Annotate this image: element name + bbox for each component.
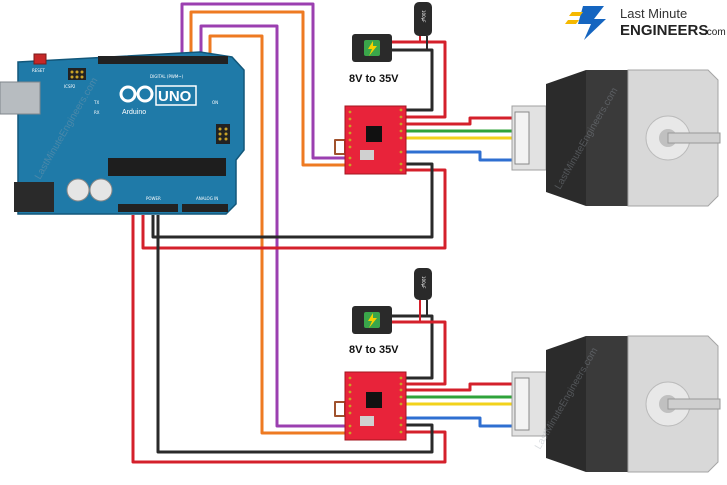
lightning-bolt-icon bbox=[565, 6, 606, 40]
motor-1-connector bbox=[514, 111, 530, 165]
icsp-header bbox=[216, 124, 230, 144]
power-jack bbox=[14, 182, 54, 212]
stepper-driver-2 bbox=[344, 371, 407, 441]
wire-red-vmot-2 bbox=[391, 320, 447, 386]
mcu-chip bbox=[108, 158, 226, 176]
brand-logo: Last Minute ENGINEERS .com bbox=[565, 6, 726, 40]
power-supply-1: 8V to 35V 100µF bbox=[349, 2, 432, 85]
stepper-motor-2 bbox=[511, 335, 721, 473]
supply-1-label: 8V to 35V bbox=[349, 73, 399, 85]
stepper-driver-1 bbox=[344, 105, 407, 175]
capacitor-right bbox=[89, 178, 113, 202]
wires bbox=[131, 2, 515, 464]
arduino-uno-board: RESET ICSP2 DIGITAL (PWM~) UNO Arduino T… bbox=[0, 51, 245, 215]
power-bolt-icon bbox=[368, 41, 377, 56]
digital-header bbox=[98, 56, 228, 64]
analog-header bbox=[182, 204, 228, 212]
uno-label: UNO bbox=[158, 88, 192, 105]
motor-1-shaft bbox=[667, 132, 721, 144]
wire-orange-1 bbox=[189, 10, 345, 167]
motor-2-connector bbox=[514, 377, 530, 431]
jumper-2 bbox=[334, 401, 346, 417]
wire-black-gnd-2 bbox=[156, 215, 434, 454]
brand-suffix: .com bbox=[704, 27, 726, 38]
brand-line2: ENGINEERS bbox=[620, 22, 708, 39]
wire-black-vmot-1 bbox=[391, 48, 434, 112]
wire-purple-1 bbox=[180, 2, 345, 160]
icsp2-header bbox=[68, 68, 86, 80]
wire-motor1-blue bbox=[406, 150, 515, 162]
usb-port bbox=[0, 81, 41, 115]
icsp2-label: ICSP2 bbox=[64, 84, 76, 89]
wire-motor2-blue bbox=[406, 416, 515, 428]
wire-black-gnd bbox=[151, 162, 434, 239]
digital-label: DIGITAL (PWM~) bbox=[150, 74, 184, 79]
wire-red-vmot-1 bbox=[391, 40, 447, 119]
power-supply-2: 8V to 35V 100µF bbox=[349, 268, 432, 356]
motor-2-shaft bbox=[667, 398, 721, 410]
wire-motor1-red bbox=[406, 116, 515, 126]
wire-black-vmot-2 bbox=[391, 314, 434, 380]
arduino-label: Arduino bbox=[122, 109, 146, 116]
capacitor-2-label: 100µF bbox=[421, 276, 426, 289]
rx-label: RX bbox=[94, 110, 100, 115]
jumper-1 bbox=[334, 139, 346, 155]
on-label: ON bbox=[212, 100, 218, 105]
supply-2-label: 8V to 35V bbox=[349, 344, 399, 356]
capacitor-2: 100µF bbox=[414, 268, 432, 300]
tx-label: TX bbox=[93, 100, 99, 105]
wire-purple-2 bbox=[199, 24, 345, 428]
capacitor-1-label: 100µF bbox=[421, 10, 426, 23]
analog-label: ANALOG IN bbox=[196, 196, 218, 201]
power-label: POWER bbox=[146, 196, 161, 201]
capacitor-1: 100µF bbox=[414, 2, 432, 36]
wire-orange-2 bbox=[208, 34, 345, 435]
capacitor-left bbox=[66, 178, 90, 202]
power-header bbox=[118, 204, 178, 212]
arduino-infinity-logo bbox=[119, 85, 154, 103]
reset-button bbox=[33, 53, 47, 65]
power-bolt-icon bbox=[368, 313, 377, 328]
stepper-motor-1 bbox=[511, 69, 721, 207]
wire-motor2-red bbox=[406, 382, 515, 392]
brand-line1: Last Minute bbox=[620, 6, 687, 21]
reset-label: RESET bbox=[32, 68, 45, 73]
